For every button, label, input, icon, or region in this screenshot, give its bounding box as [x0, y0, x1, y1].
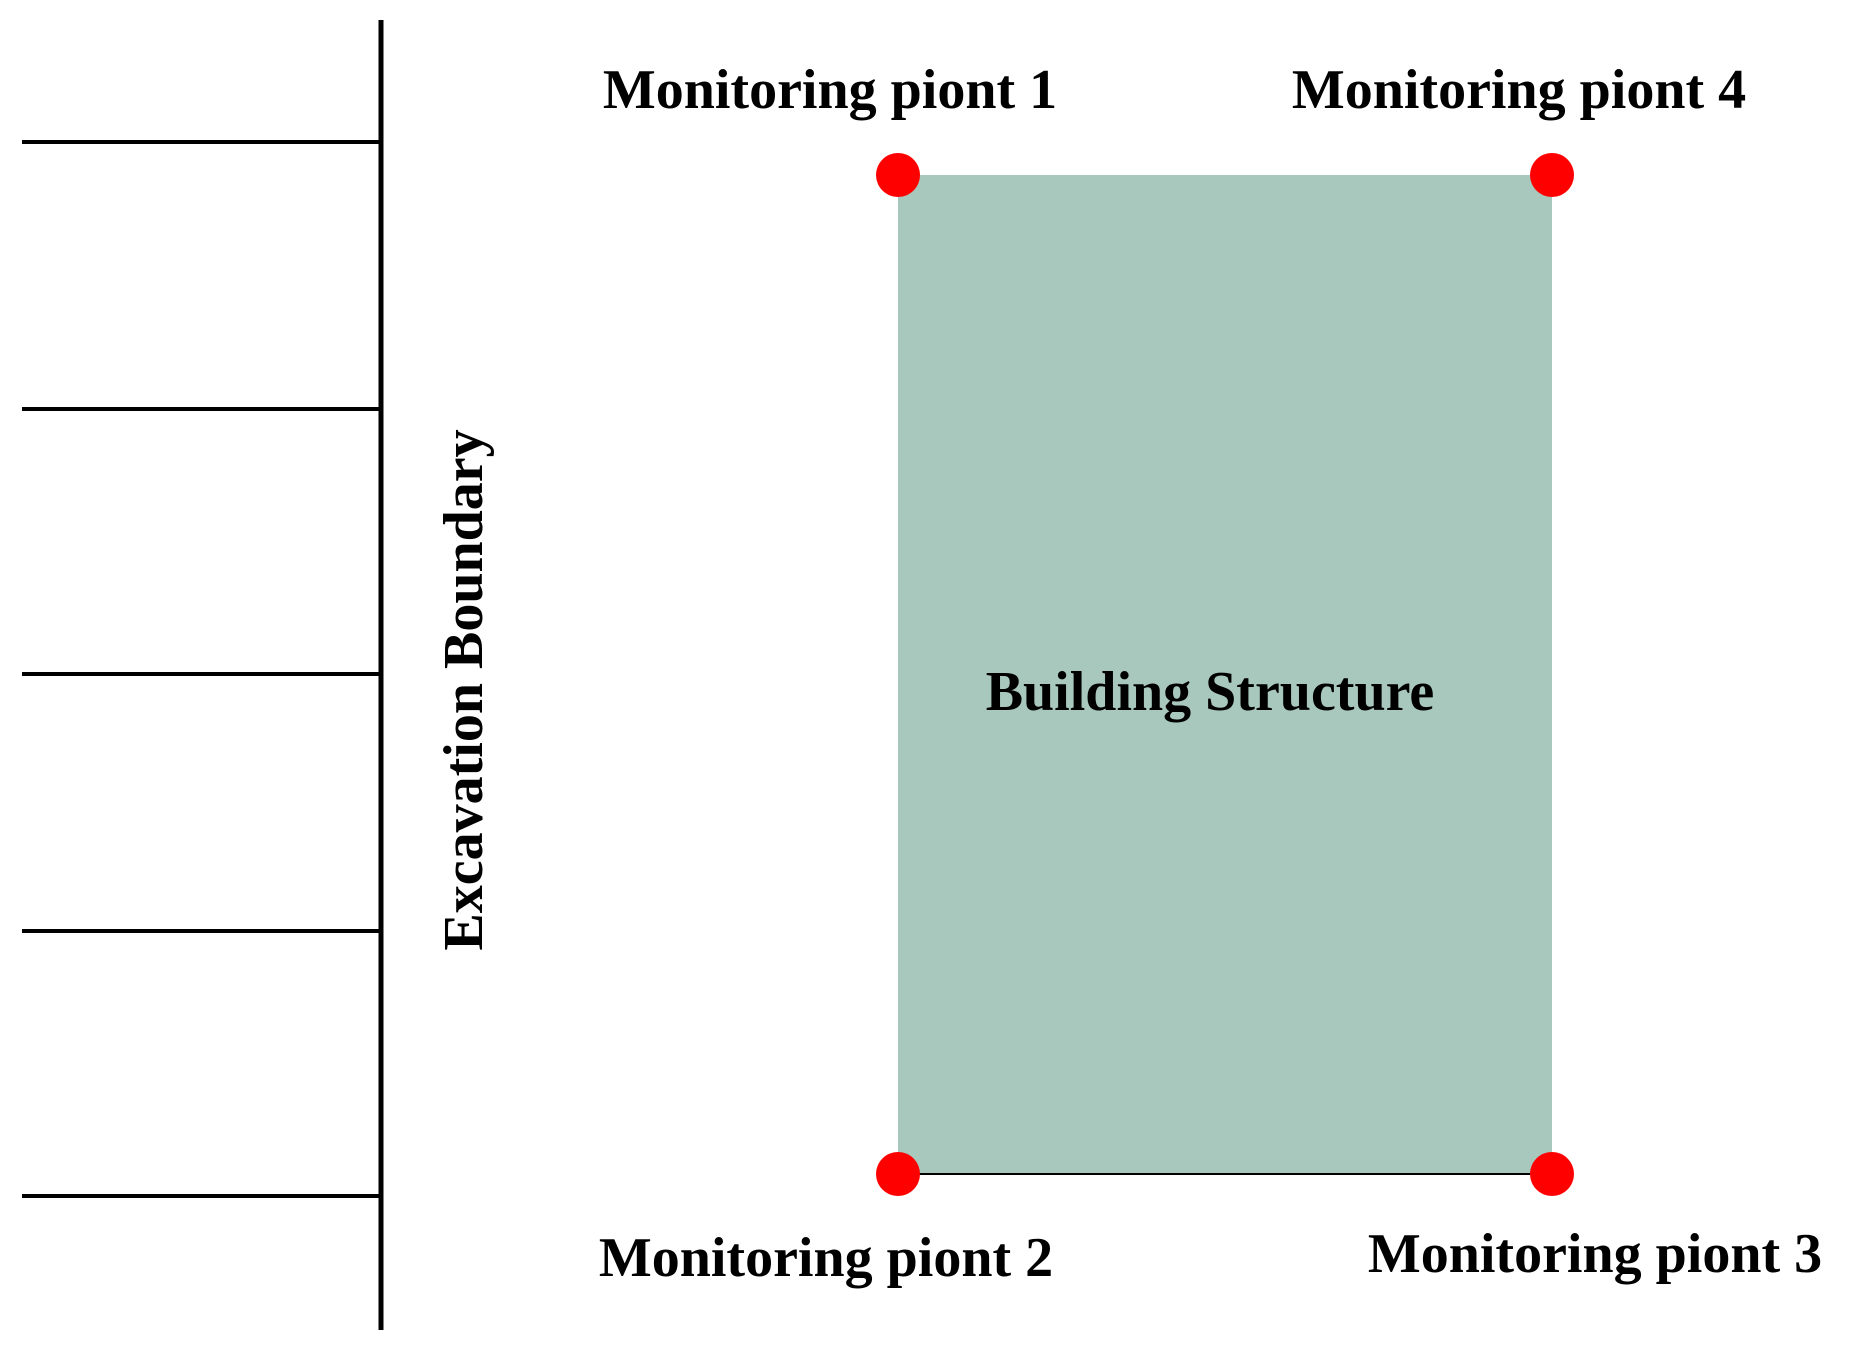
monitoring-point-1-label: Monitoring piont 1 [603, 59, 1057, 121]
monitoring-point-2-label: Monitoring piont 2 [599, 1227, 1053, 1289]
excavation-boundary-label: Excavation Boundary [433, 429, 495, 950]
boundary-hatch-ticks [22, 140, 381, 1198]
monitoring-point-3-marker [1530, 1152, 1574, 1196]
building-structure-label: Building Structure [986, 661, 1435, 723]
monitoring-point-4-marker [1530, 153, 1574, 197]
monitoring-point-2-marker [876, 1152, 920, 1196]
monitoring-point-3-label: Monitoring piont 3 [1368, 1223, 1822, 1285]
building-structure [898, 175, 1552, 1174]
monitoring-point-1-marker [876, 153, 920, 197]
monitoring-point-4-label: Monitoring piont 4 [1292, 59, 1746, 121]
